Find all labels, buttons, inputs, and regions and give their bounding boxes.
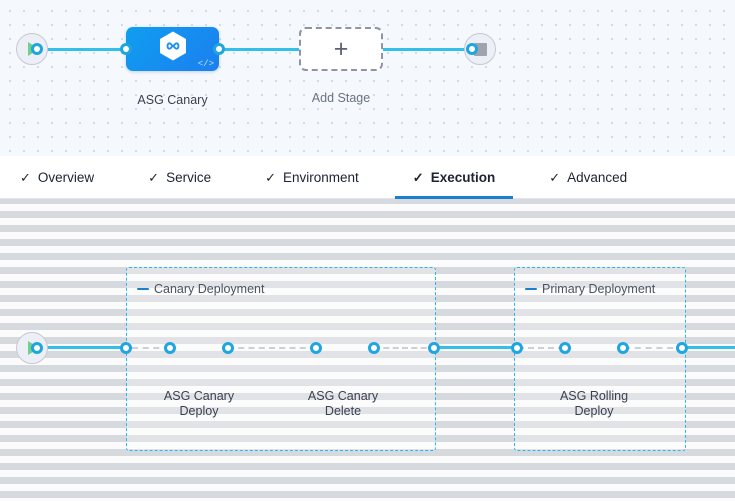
plus-icon: + xyxy=(333,34,349,63)
tab-label: Advanced xyxy=(567,169,628,185)
rail-addstage-to-end xyxy=(382,48,472,51)
stage-label-asg-canary: ASG Canary xyxy=(137,93,208,107)
step-label-asg-rolling-deploy: ASG Rolling Deploy xyxy=(534,389,654,419)
connector-dot-start-out[interactable] xyxy=(31,43,43,55)
step-group-primary-deployment[interactable]: Primary Deployment xyxy=(514,267,686,451)
rail-stage-to-addstage xyxy=(214,48,304,51)
rail-canary-to-primary-group xyxy=(434,346,520,349)
check-icon: ✓ xyxy=(412,169,424,185)
connector-dot-canary-delete-in[interactable] xyxy=(310,342,322,354)
group-label-canary-deployment[interactable]: Canary Deployment xyxy=(137,282,264,296)
rail-primary-group-entry xyxy=(518,347,564,349)
collapse-toggle-icon[interactable] xyxy=(525,288,537,290)
step-group-canary-deployment[interactable]: Canary Deployment xyxy=(126,267,436,451)
connector-dot-canary-group-in[interactable] xyxy=(120,342,132,354)
step-label-asg-canary-delete: ASG Canary Delete xyxy=(283,389,403,419)
connector-dot-canary-delete-out[interactable] xyxy=(368,342,380,354)
check-icon: ✓ xyxy=(549,169,561,185)
rail-start-to-canary-group xyxy=(36,346,132,349)
tab-advanced[interactable]: ✓ Advanced xyxy=(545,156,631,199)
connector-dot-end-in[interactable] xyxy=(466,43,478,55)
collapse-toggle-icon[interactable] xyxy=(137,288,149,290)
check-icon: ✓ xyxy=(20,169,31,185)
tab-label: Overview xyxy=(37,169,95,185)
connector-dot-canary-deploy-in[interactable] xyxy=(164,342,176,354)
tab-execution[interactable]: ✓ Execution xyxy=(394,156,514,199)
connector-dot-primary-group-in[interactable] xyxy=(511,342,523,354)
tab-label: Service xyxy=(166,169,212,185)
tab-environment[interactable]: ✓ Environment xyxy=(261,156,363,199)
connector-dot-canary-group-out[interactable] xyxy=(428,342,440,354)
add-stage-button[interactable]: + xyxy=(299,27,383,71)
connector-dot-rolling-deploy-out[interactable] xyxy=(617,342,629,354)
connector-dot-stage-out[interactable] xyxy=(213,43,225,55)
rail-start-to-stage xyxy=(36,48,128,51)
connector-dot-stage-in[interactable] xyxy=(120,43,132,55)
step-label-line1: ASG Canary xyxy=(307,389,379,403)
tab-label: Execution xyxy=(430,169,496,185)
rail-primary-group-exit xyxy=(624,347,684,349)
step-label-line1: ASG Canary xyxy=(163,389,235,403)
add-stage-label: Add Stage xyxy=(311,91,371,105)
connector-dot-primary-group-out[interactable] xyxy=(676,342,688,354)
group-label-text: Canary Deployment xyxy=(154,282,265,296)
stage-graph-canvas[interactable]: </> ASG Canary + Add Stage xyxy=(0,0,735,156)
group-label-primary-deployment[interactable]: Primary Deployment xyxy=(525,282,655,296)
rail-canary-group-exit xyxy=(374,347,436,349)
rail-primary-group-out xyxy=(682,346,735,349)
connector-dot-exec-start-out[interactable] xyxy=(31,342,43,354)
group-label-text: Primary Deployment xyxy=(542,282,656,296)
step-label-asg-canary-deploy: ASG Canary Deploy xyxy=(139,389,259,419)
check-icon: ✓ xyxy=(265,169,276,185)
code-badge-icon: </> xyxy=(197,59,214,69)
step-label-line2: Delete xyxy=(324,404,362,418)
stage-node-asg-canary[interactable]: </> xyxy=(126,27,219,71)
tab-label: Environment xyxy=(283,169,359,185)
execution-graph-canvas[interactable]: Canary Deployment xyxy=(0,199,735,501)
connector-dot-rolling-deploy-in[interactable] xyxy=(559,342,571,354)
step-label-line1: ASG Rolling xyxy=(559,389,629,403)
asg-hexagon-infinity-icon xyxy=(158,30,188,67)
check-icon: ✓ xyxy=(148,169,160,185)
step-label-line2: Deploy xyxy=(574,404,614,418)
connector-dot-canary-deploy-out[interactable] xyxy=(222,342,234,354)
stage-config-tabbar: ✓ Overview ✓ Service ✓ Environment ✓ Exe… xyxy=(0,156,735,199)
step-label-line2: Deploy xyxy=(179,404,219,418)
rail-between-canary-steps xyxy=(228,347,316,349)
tab-overview[interactable]: ✓ Overview xyxy=(16,156,98,199)
tab-service[interactable]: ✓ Service xyxy=(144,156,215,199)
rail-canary-group-entry xyxy=(132,347,170,349)
